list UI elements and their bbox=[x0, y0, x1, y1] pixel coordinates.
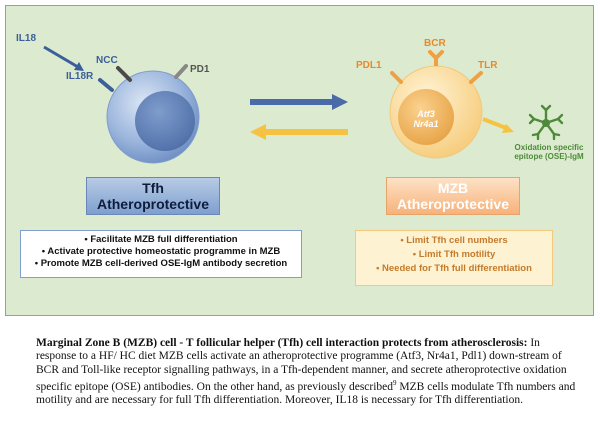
mzb-cell bbox=[389, 65, 483, 159]
bcr-receptor bbox=[428, 50, 444, 66]
il18-arrow bbox=[43, 45, 84, 71]
il18r-label: IL18R bbox=[66, 71, 94, 82]
caption-title: Marginal Zone B (MZB) cell - T follicula… bbox=[36, 337, 528, 349]
figure-drawing bbox=[43, 45, 564, 164]
tfh-function-item: • Activate protective homeostatic progra… bbox=[41, 246, 281, 257]
nr4a1-label: Nr4a1 bbox=[413, 119, 439, 129]
tfh-name-box: Tfh Atheroprotective bbox=[86, 177, 220, 215]
pd1-label: PD1 bbox=[190, 64, 210, 75]
tfh-role: Atheroprotective bbox=[96, 196, 210, 212]
tfh-functions-box: • Facilitate MZB full differentiation • … bbox=[20, 230, 302, 278]
il18-label: IL18 bbox=[16, 33, 37, 44]
tfh-function-item: • Promote MZB cell-derived OSE-IgM antib… bbox=[34, 258, 288, 269]
mzb-function-item: • Needed for Tfh full differentiation bbox=[376, 263, 532, 274]
ose-label-line1: Oxidation specific bbox=[514, 143, 584, 152]
tfh-function-item: • Facilitate MZB full differentiation bbox=[84, 234, 238, 245]
pdl1-receptor bbox=[390, 71, 403, 84]
ose-label: Oxidation specific epitope (OSE)-IgM bbox=[510, 143, 588, 161]
mzb-function-item: • Limit Tfh cell numbers bbox=[400, 235, 508, 246]
tlr-label: TLR bbox=[478, 60, 498, 71]
arrow-to-tfh bbox=[250, 124, 348, 140]
caption-body: In response to a HF/ HC diet MZB cells a… bbox=[36, 337, 567, 394]
mzb-function-item: • Limit Tfh motility bbox=[412, 249, 496, 260]
figure-caption: Marginal Zone B (MZB) cell - T follicula… bbox=[36, 337, 576, 408]
tfh-name: Tfh bbox=[142, 180, 164, 196]
ncc-label: NCC bbox=[96, 55, 118, 66]
ose-label-line2: epitope (OSE)-IgM bbox=[514, 152, 584, 161]
il18r-receptor bbox=[98, 78, 114, 92]
ose-igm-icon bbox=[528, 104, 564, 141]
mzb-name: MZB bbox=[437, 180, 469, 196]
pd1-receptor bbox=[174, 64, 188, 79]
mzb-name-box: MZB Atheroprotective bbox=[386, 177, 520, 215]
tfh-cell bbox=[106, 70, 200, 164]
ncc-receptor bbox=[116, 66, 132, 82]
atf3-label: Atf3 bbox=[417, 109, 435, 119]
caption-body-end: MZB cells modulate Tfh numbers and motil… bbox=[36, 381, 576, 407]
mzb-functions-box: • Limit Tfh cell numbers • Limit Tfh mot… bbox=[355, 230, 553, 286]
caption-reference: 9 bbox=[393, 379, 397, 388]
arrow-to-mzb bbox=[250, 94, 348, 110]
pdl1-label: PDL1 bbox=[356, 60, 382, 71]
mzb-nucleus-genes: Atf3 Nr4a1 bbox=[411, 109, 441, 129]
bcr-label: BCR bbox=[424, 38, 446, 49]
tlr-receptor bbox=[469, 71, 483, 84]
ose-arrow bbox=[482, 117, 514, 133]
mzb-role: Atheroprotective bbox=[396, 196, 510, 212]
